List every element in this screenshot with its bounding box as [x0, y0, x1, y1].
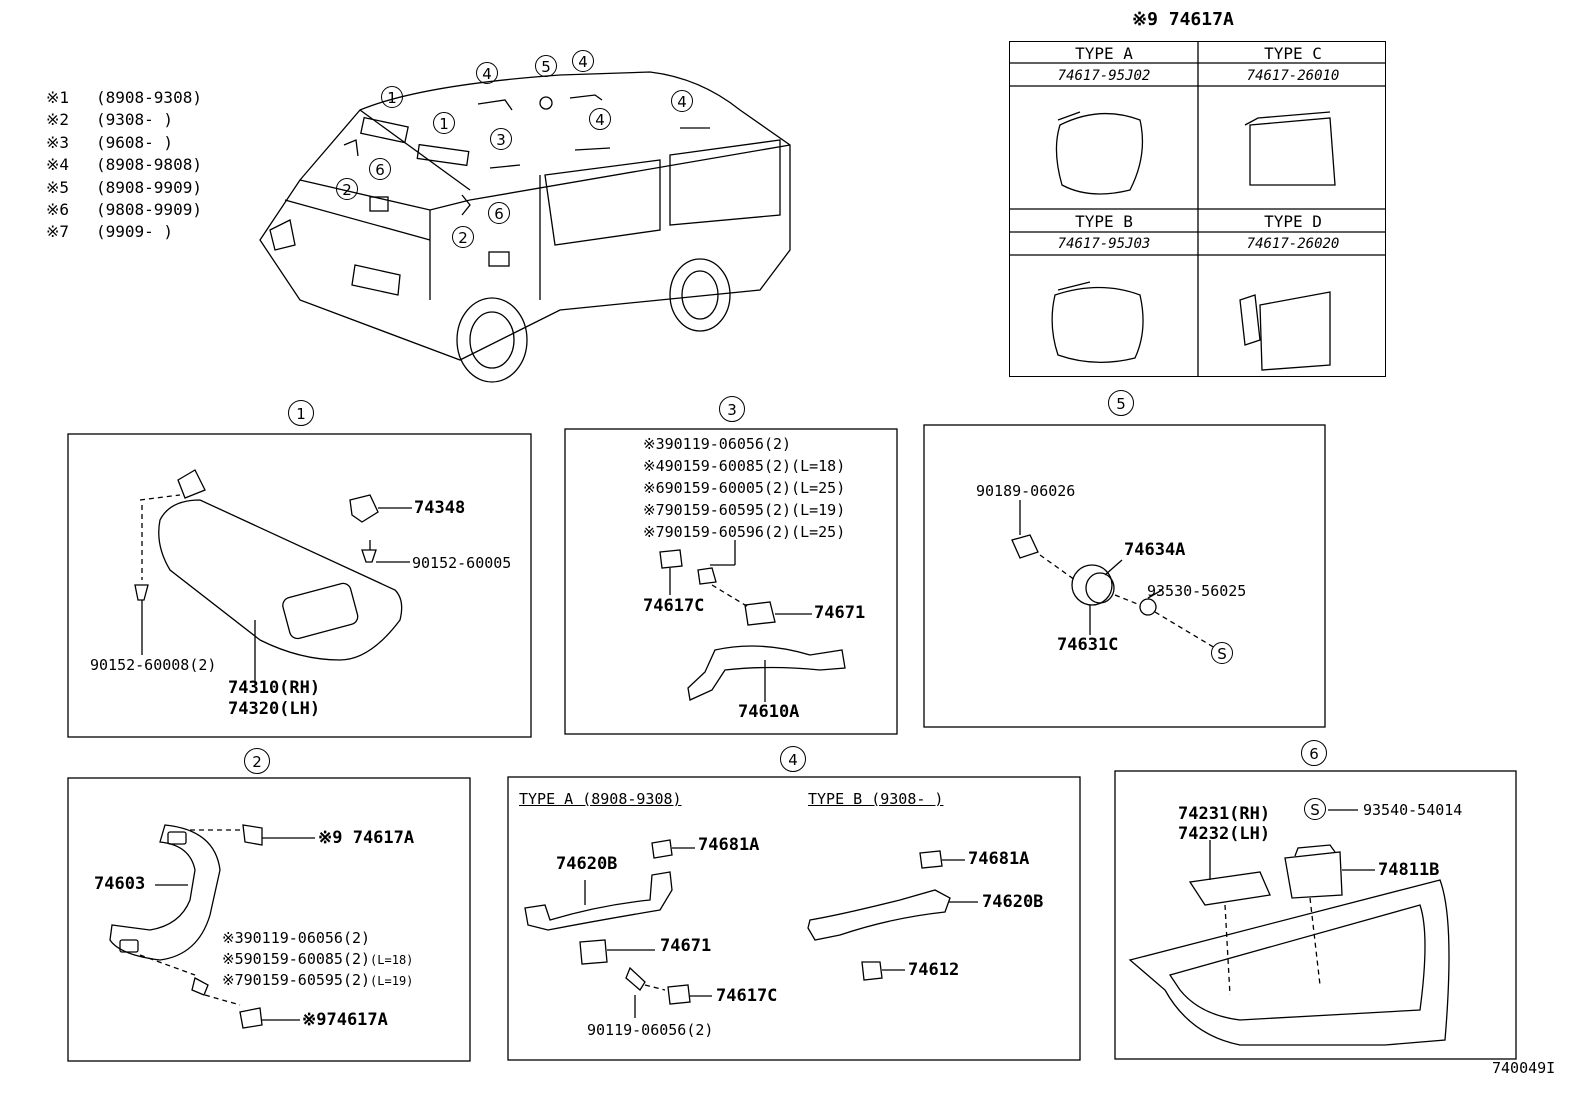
- callout: 6: [369, 158, 391, 180]
- part-label: 90189-06026: [976, 482, 1076, 500]
- type-b-heading: TYPE B (9308- ): [808, 790, 944, 808]
- legend-row: ※1(8908-9308): [46, 88, 202, 107]
- fastener-line: ※790159-60595(2)(L=19): [643, 501, 846, 519]
- seal-symbol: S: [1304, 798, 1326, 820]
- part-label: ※9 74617A: [318, 828, 415, 848]
- part-label: 93540-54014: [1363, 801, 1463, 819]
- seal-symbol: S: [1211, 642, 1233, 664]
- type-d-part: 74617-26020: [1246, 236, 1340, 252]
- part-label: 74603: [94, 874, 146, 894]
- van-drawing: [259, 71, 791, 383]
- section-number: 1: [288, 400, 314, 426]
- type-table-title: ※9 74617A: [1132, 9, 1234, 30]
- callout: 4: [572, 50, 594, 72]
- callout: 4: [589, 108, 611, 130]
- type-a-part: 74617-95J02: [1057, 68, 1151, 84]
- callout: 5: [535, 55, 557, 77]
- part-label: 74634A: [1124, 540, 1186, 560]
- part-label: 74617C: [643, 596, 705, 616]
- type-d-header: TYPE D: [1264, 212, 1322, 231]
- callout: 2: [452, 226, 474, 248]
- section-number: 4: [780, 746, 806, 772]
- callout: 1: [381, 86, 403, 108]
- part-label: 74620B: [982, 892, 1044, 912]
- legend-row: ※5(8908-9909): [46, 178, 202, 197]
- part-label: 74671: [814, 603, 866, 623]
- part-label: 74320(LH): [228, 699, 321, 719]
- legend-row: ※4(8908-9808): [46, 155, 202, 174]
- type-a-header: TYPE A: [1075, 44, 1133, 63]
- fastener-line: ※390119-06056(2): [643, 435, 792, 453]
- part-label: 74231(RH): [1178, 804, 1271, 824]
- part-label: 74631C: [1057, 635, 1119, 655]
- fastener-line: ※790159-60595(2)(L=19): [222, 971, 414, 989]
- part-label: 74232(LH): [1178, 824, 1271, 844]
- fastener-line: ※590159-60085(2)(L=18): [222, 950, 414, 968]
- part-label: 74671: [660, 936, 712, 956]
- part-label: 74681A: [698, 835, 760, 855]
- part-label: 74681A: [968, 849, 1030, 869]
- part-label: 74612: [908, 960, 960, 980]
- part-label: 74310(RH): [228, 678, 321, 698]
- type-b-part: 74617-95J03: [1057, 236, 1151, 252]
- fastener-line: ※390119-06056(2): [222, 929, 371, 947]
- section-number: 2: [244, 748, 270, 774]
- figure-id: 740049I: [1492, 1059, 1556, 1077]
- legend-row: ※2(9308- ): [46, 110, 174, 129]
- section-number: 5: [1108, 390, 1134, 416]
- section-number: 3: [719, 396, 745, 422]
- callout: 3: [490, 128, 512, 150]
- callout: 1: [433, 112, 455, 134]
- legend-row: ※7(9909- ): [46, 222, 174, 241]
- part-label: 90152-60008(2): [90, 656, 217, 674]
- legend-row: ※3(9608- ): [46, 133, 174, 152]
- part-label: 74348: [414, 498, 466, 518]
- callout: 4: [476, 62, 498, 84]
- type-c-part: 74617-26010: [1246, 68, 1340, 84]
- part-label: 74811B: [1378, 860, 1440, 880]
- fastener-line: ※690159-60005(2)(L=25): [643, 479, 846, 497]
- type-table: TYPE A TYPE C 74617-95J02 74617-26010 TY…: [1009, 41, 1386, 377]
- section-number: 6: [1301, 740, 1327, 766]
- part-label: ※974617A: [302, 1010, 388, 1030]
- part-label: 90119-06056(2): [587, 1021, 714, 1039]
- part-label: 74620B: [556, 854, 618, 874]
- part-label: 74610A: [738, 702, 800, 722]
- part-label: 90152-60005: [412, 554, 512, 572]
- fastener-line: ※790159-60596(2)(L=25): [643, 523, 846, 541]
- fastener-line: ※490159-60085(2)(L=18): [643, 457, 846, 475]
- type-c-header: TYPE C: [1264, 44, 1322, 63]
- part-label: 74617C: [716, 986, 778, 1006]
- type-a-heading: TYPE A (8908-9308): [519, 790, 682, 808]
- part-label: 93530-56025: [1147, 582, 1247, 600]
- callout: 6: [488, 202, 510, 224]
- callout: 4: [671, 90, 693, 112]
- legend-row: ※6(9808-9909): [46, 200, 202, 219]
- callout: 2: [336, 178, 358, 200]
- type-b-header: TYPE B: [1075, 212, 1133, 231]
